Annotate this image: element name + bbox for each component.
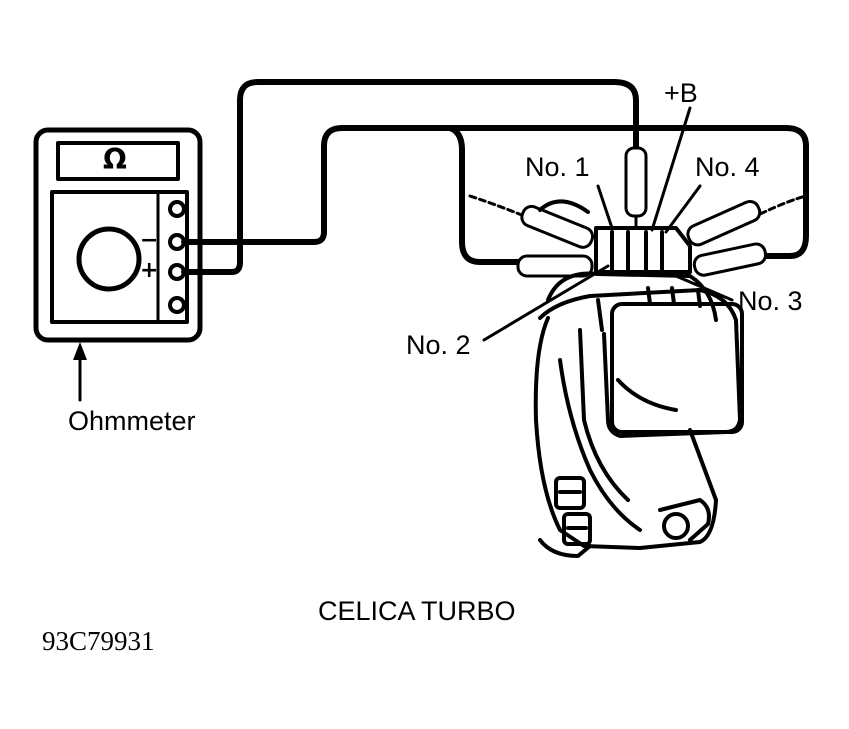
caption: CELICA TURBO: [318, 596, 516, 626]
terminal-bottom: [168, 296, 186, 314]
no4-label: No. 4: [695, 152, 760, 182]
minus-sign: −: [140, 228, 159, 253]
ohm-symbol: Ω: [103, 143, 127, 176]
ohmmeter-dial: [76, 226, 142, 292]
no3-label: No. 3: [738, 286, 803, 316]
no1-label: No. 1: [525, 152, 590, 182]
connector-block: [538, 199, 718, 322]
no2-label: No. 2: [406, 330, 471, 360]
plus-b-label: +B: [664, 78, 698, 108]
terminal-top: [168, 200, 186, 218]
test-leads: [181, 79, 809, 275]
figure-code: 93C79931: [42, 626, 155, 656]
harness-dashes: [468, 194, 808, 218]
ohmmeter-panel: [50, 190, 189, 324]
ohmmeter-label: Ohmmeter: [68, 406, 196, 436]
probes: [516, 146, 768, 278]
ohmmeter-display: [56, 141, 180, 181]
plus-sign: +: [140, 258, 159, 283]
leader-lines: [482, 106, 734, 342]
valve-bracket: [533, 286, 744, 558]
